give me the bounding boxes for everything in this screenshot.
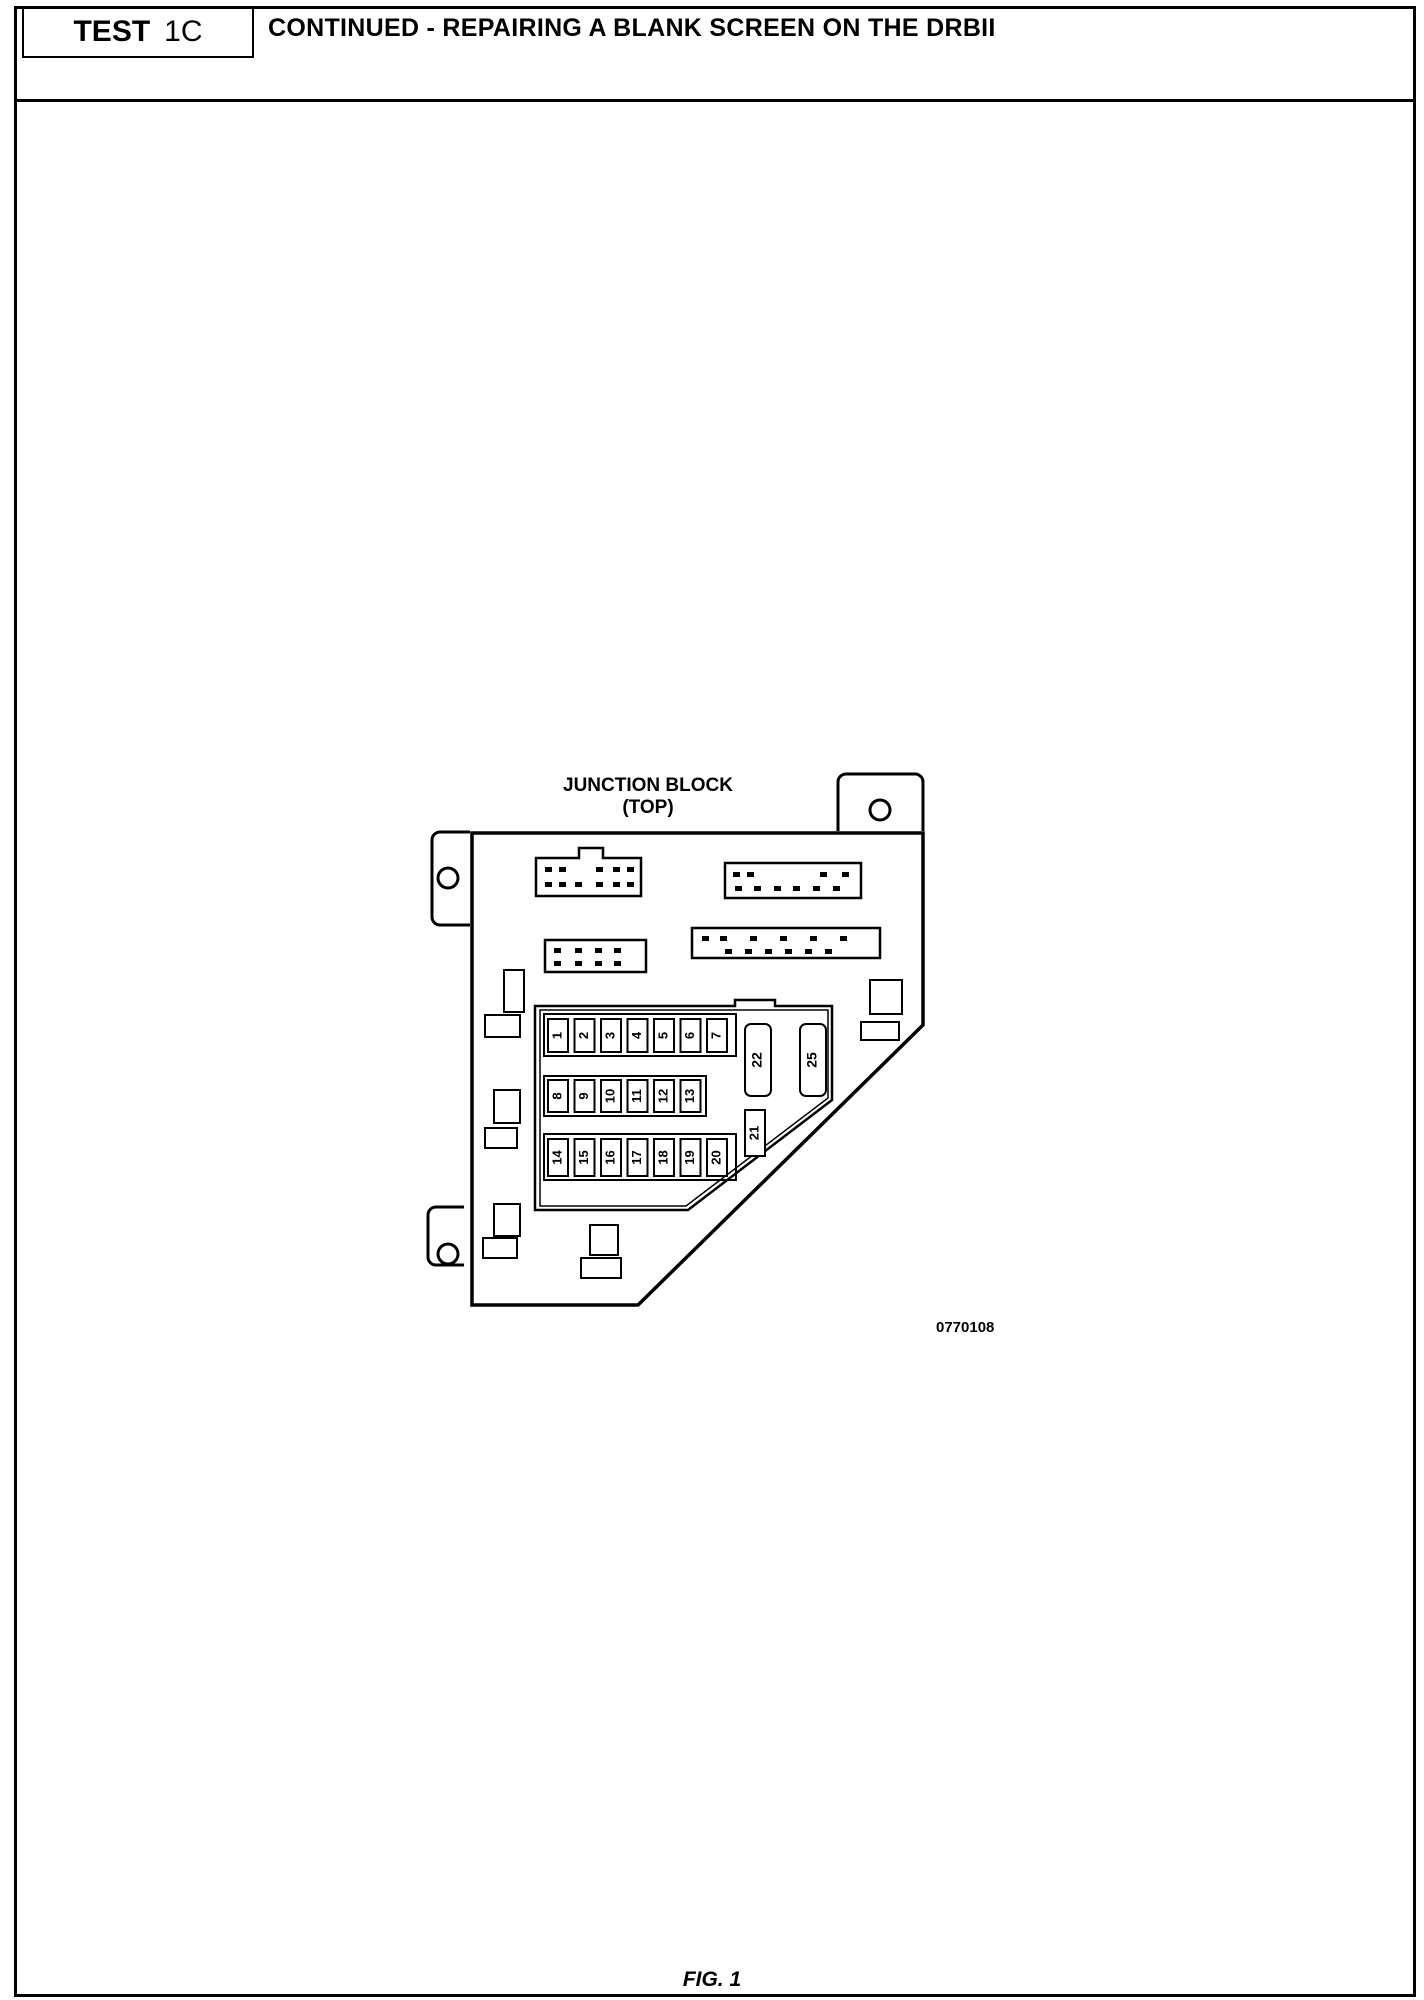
fuse-slot-20: 20 [706, 1138, 728, 1177]
fuse-slot-box [547, 1018, 569, 1053]
fuse-slot-box [600, 1018, 622, 1053]
fuse-slot-box [547, 1138, 569, 1177]
junction-block-diagram: JUNCTION BLOCK (TOP) [380, 760, 1040, 1340]
fuse-slot-label: 3 [602, 1032, 617, 1039]
connector-pins [545, 867, 849, 966]
fuse-slot-label: 18 [655, 1150, 670, 1164]
fuse-slot-box [626, 1138, 649, 1177]
fuse-slot-10: 10 [600, 1079, 622, 1113]
fuse-slot-box [679, 1138, 702, 1177]
fuse-slot-14: 14 [547, 1138, 569, 1177]
fuse-slot-5: 5 [653, 1018, 675, 1053]
fuse-slot-label: 17 [629, 1150, 644, 1164]
fuse-row-1-frame [543, 1013, 737, 1057]
fuse-slot-label: 20 [708, 1150, 723, 1164]
fuse-row-3-frame [543, 1133, 737, 1181]
header-bar [14, 6, 1416, 102]
fuse-slot-16: 16 [600, 1138, 622, 1177]
fuse-slot-4: 4 [626, 1018, 649, 1053]
junction-block-svg: JUNCTION BLOCK (TOP) [426, 772, 925, 1307]
fuse-slot-2: 2 [573, 1018, 596, 1053]
fuse-slot-18: 18 [653, 1138, 675, 1177]
fuse-22: 22 [744, 1023, 772, 1097]
diagram-title-line1: JUNCTION BLOCK [563, 775, 733, 796]
fuse-slot-label: 16 [602, 1150, 617, 1164]
mounting-tabs [426, 772, 925, 1267]
fuse-row-2-frame [543, 1075, 707, 1117]
test-label: TEST [73, 15, 151, 48]
fuse-slot-box [600, 1138, 622, 1177]
fuse-21: 21 [744, 1109, 766, 1157]
fuse-slot-box [653, 1079, 675, 1113]
fuse-slot-label: 10 [602, 1089, 617, 1103]
fuse-slot-label: 7 [708, 1032, 723, 1039]
fuse-slot-box [679, 1018, 702, 1053]
fuse-slot-box [573, 1079, 596, 1113]
fuse-slot-box [706, 1018, 728, 1053]
fuse-slot-6: 6 [679, 1018, 702, 1053]
fuse-21-label: 21 [746, 1126, 761, 1140]
fuse-slot-label: 8 [549, 1092, 564, 1099]
fuse-slot-label: 2 [576, 1032, 591, 1039]
fuse-slot-7: 7 [706, 1018, 728, 1053]
relays [482, 969, 903, 1279]
fuse-25-label: 25 [804, 1052, 820, 1068]
fuse-slot-3: 3 [600, 1018, 622, 1053]
fuse-slot-label: 1 [549, 1032, 564, 1039]
fuse-slot-label: 13 [682, 1089, 697, 1103]
fuse-slot-label: 14 [549, 1150, 564, 1165]
fuse-slot-label: 6 [682, 1032, 697, 1039]
fuse-slot-label: 12 [655, 1089, 670, 1103]
fuse-slot-box [547, 1079, 569, 1113]
fuse-slot-label: 15 [576, 1150, 591, 1164]
fuse-slot-box [626, 1018, 649, 1053]
fuse-slot-label: 19 [682, 1150, 697, 1164]
diagram-title-line2: (TOP) [622, 797, 673, 818]
fuse-slot-9: 9 [573, 1079, 596, 1113]
fuse-slot-box [653, 1138, 675, 1177]
test-code: 1C [164, 15, 203, 48]
fuse-slot-label: 5 [655, 1032, 670, 1039]
fuse-slot-box [706, 1138, 728, 1177]
diagram-reference-number: 0770108 [936, 1319, 995, 1336]
fuse-slot-17: 17 [626, 1138, 649, 1177]
fuse-slot-13: 13 [679, 1079, 702, 1113]
fuse-slot-8: 8 [547, 1079, 569, 1113]
fuse-slot-label: 4 [629, 1031, 644, 1039]
fuse-slot-box [600, 1079, 622, 1113]
fuse-25: 25 [799, 1023, 827, 1097]
fuse-slot-19: 19 [679, 1138, 702, 1177]
fuse-slot-15: 15 [573, 1138, 596, 1177]
fuse-slot-12: 12 [653, 1079, 675, 1113]
figure-caption: FIG. 1 [682, 1968, 742, 1991]
fuse-slot-11: 11 [626, 1079, 649, 1113]
fuse-slot-label: 11 [629, 1089, 644, 1103]
fuse-slot-box [573, 1138, 596, 1177]
page-title: CONTINUED - REPAIRING A BLANK SCREEN ON … [268, 14, 996, 42]
fuse-slot-box [653, 1018, 675, 1053]
fuse-slot-label: 9 [576, 1092, 591, 1099]
fuse-slot-box [679, 1079, 702, 1113]
test-number-box: TEST 1C [22, 6, 254, 58]
fuse-slot-1: 1 [547, 1018, 569, 1053]
fuse-22-label: 22 [749, 1052, 765, 1068]
fuse-slot-box [626, 1079, 649, 1113]
fuse-slot-box [573, 1018, 596, 1053]
